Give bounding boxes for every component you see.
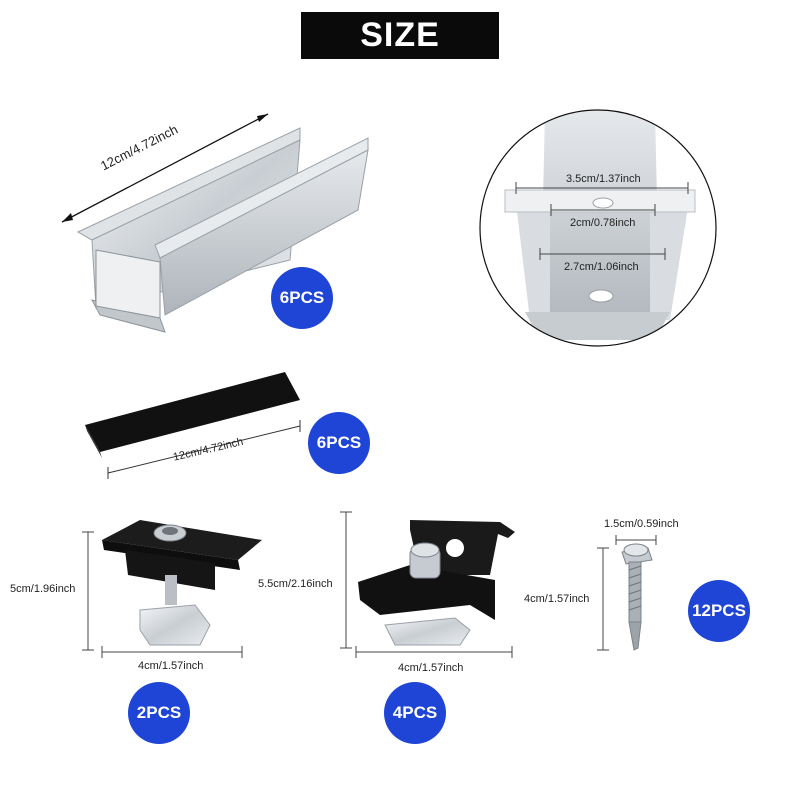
end-clamp-illustration bbox=[340, 511, 515, 658]
mid-clamp-width-label: 4cm/1.57inch bbox=[138, 660, 204, 672]
mid-clamp-illustration bbox=[82, 520, 262, 658]
rail-hole-width-label: 2cm/0.78inch bbox=[570, 217, 636, 229]
end-clamp-quantity-badge: 4PCS bbox=[384, 682, 446, 744]
mid-clamp-height-label: 5cm/1.96inch bbox=[10, 583, 76, 595]
screw-head-label: 1.5cm/0.59inch bbox=[604, 518, 679, 530]
end-clamp-height-label: 5.5cm/2.16inch bbox=[258, 578, 333, 590]
screw-length-label: 4cm/1.57inch bbox=[524, 593, 590, 605]
screw-quantity-badge: 12PCS bbox=[688, 580, 750, 642]
rail-illustration bbox=[61, 113, 369, 333]
rail-quantity-badge: 6PCS bbox=[271, 267, 333, 329]
page-title: SIZE bbox=[301, 12, 499, 59]
screw-illustration bbox=[597, 535, 657, 651]
pad-quantity-badge: 6PCS bbox=[308, 412, 370, 474]
rubber-pad-illustration bbox=[85, 372, 301, 479]
rail-outer-width-label: 3.5cm/1.37inch bbox=[566, 173, 641, 185]
rail-detail-illustration bbox=[479, 109, 717, 347]
end-clamp-width-label: 4cm/1.57inch bbox=[398, 662, 464, 674]
mid-clamp-quantity-badge: 2PCS bbox=[128, 682, 190, 744]
rail-hole-spacing-label: 2.7cm/1.06inch bbox=[564, 261, 639, 273]
